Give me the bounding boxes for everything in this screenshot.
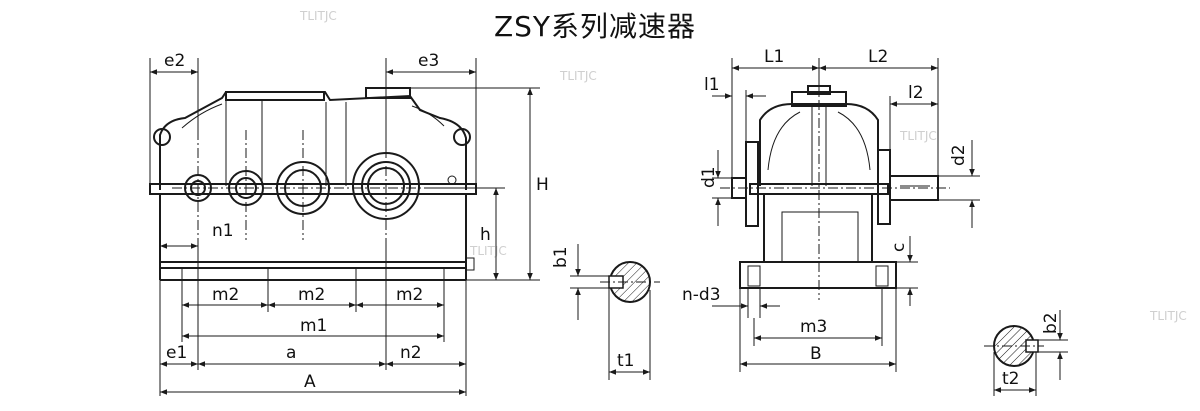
watermark: TLITJC [559,69,597,83]
keyway-section-1: b1 t1 [551,244,660,380]
label-b2: b2 [1041,312,1061,334]
label-t2: t2 [1002,369,1019,389]
label-L1: L1 [764,47,784,67]
watermark: TLITJC [1149,309,1187,323]
label-e3: e3 [418,51,439,71]
label-m3: m3 [800,317,827,337]
label-m2-left: m2 [212,285,239,305]
label-b1: b1 [551,246,571,268]
label-H: H [536,175,549,195]
label-t1: t1 [617,351,634,371]
keyway-section-2: b2 t2 [984,310,1068,396]
label-e1: e1 [166,343,187,363]
side-view [720,82,950,300]
page-title: ZSY系列减速器 [494,10,696,43]
label-m2-right: m2 [396,285,423,305]
label-d2: d2 [949,144,969,166]
label-h: h [480,225,491,245]
label-n-d3: n-d3 [682,285,721,305]
label-a: a [286,343,296,363]
label-L2: L2 [868,47,888,67]
label-c: c [889,243,909,252]
label-m2-middle: m2 [298,285,325,305]
watermark: TLITJC [299,9,337,23]
label-e2: e2 [164,51,185,71]
label-l1: l1 [704,75,720,95]
label-n1: n1 [212,221,234,241]
front-dimensions: e2 e3 H h n1 m2 m2 m2 m1 [149,51,549,396]
label-l2: l2 [908,83,924,103]
front-view [149,87,477,281]
watermark: TLITJC [469,244,507,258]
label-n2: n2 [400,343,422,363]
label-B: B [810,344,822,364]
watermark: TLITJC [899,129,937,143]
side-dimensions: L1 L2 l1 l2 d1 d2 c n-d3 [682,47,980,372]
label-d1: d1 [699,166,719,188]
watermark-group: TLITJC TLITJC TLITJC TLITJC TLITJC [299,9,1187,323]
label-m1: m1 [300,316,327,336]
label-A: A [304,372,316,392]
